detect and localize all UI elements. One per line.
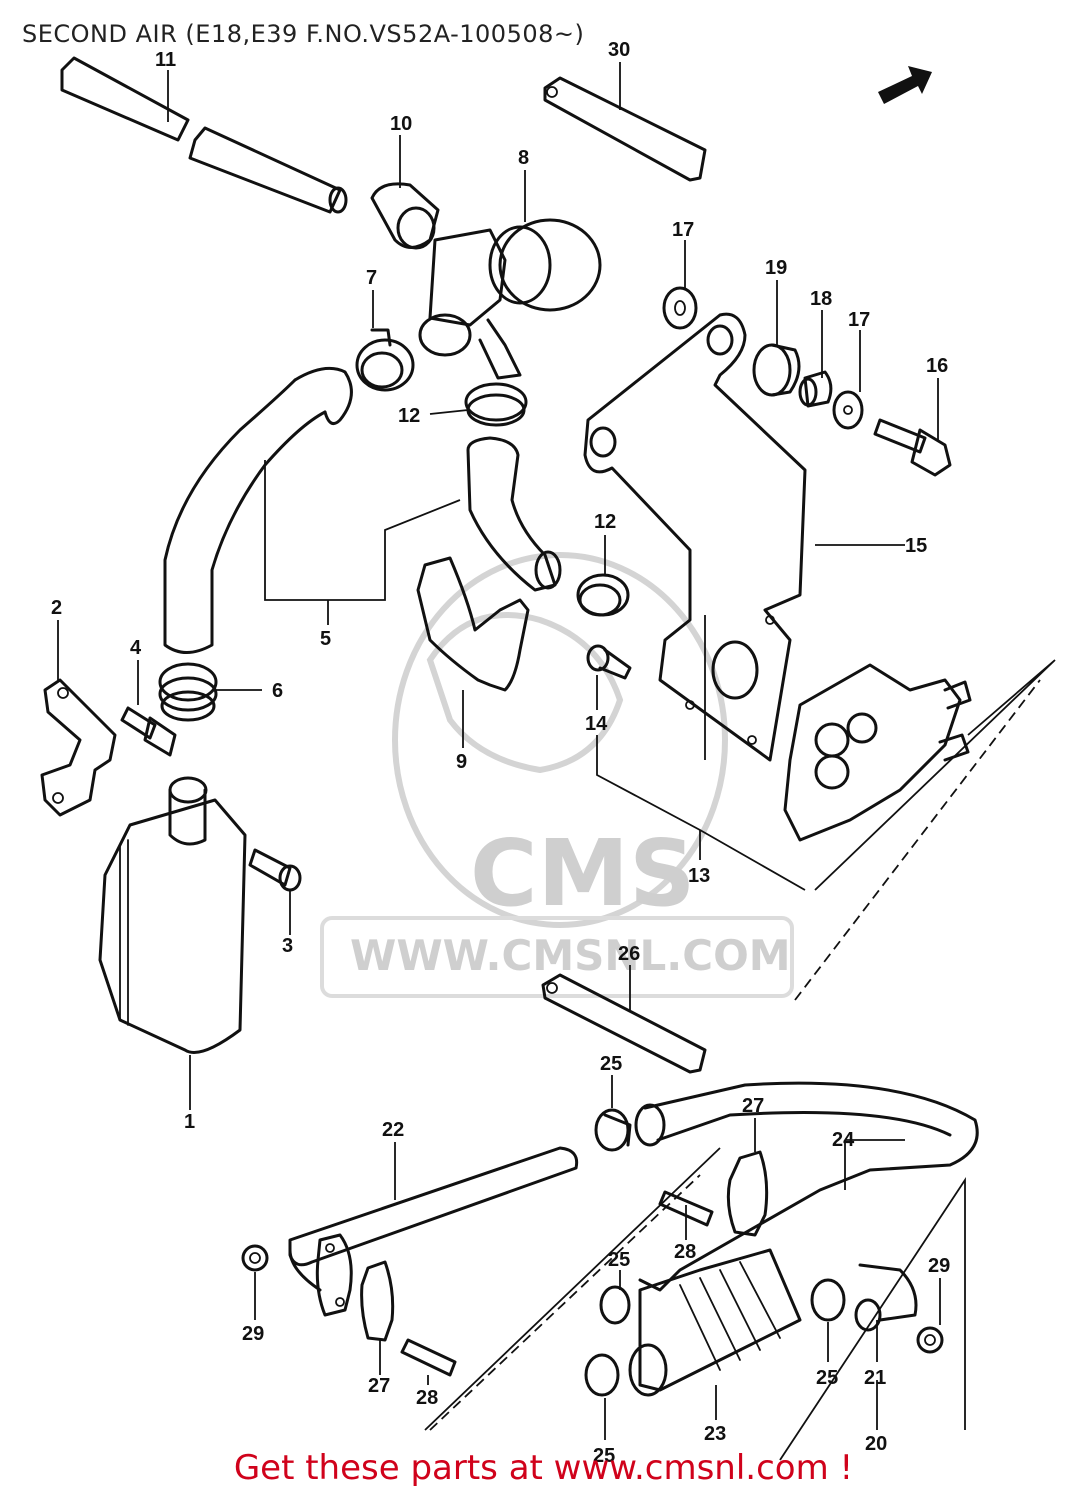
part-29-nut-right[interactable] [916,1326,944,1354]
part-28-stud-upper[interactable] [658,1190,714,1227]
callout-16: 16 [926,355,948,377]
callout-30: 30 [608,39,630,61]
callout-25-mid: 25 [608,1249,630,1271]
part-18-collar[interactable] [798,370,833,408]
part-14-screw[interactable] [586,644,632,680]
callout-17-right: 17 [848,309,870,331]
callout-18: 18 [810,288,832,310]
callout-14: 14 [585,713,608,735]
part-2-bracket[interactable] [40,678,117,817]
callout-26: 26 [618,943,640,965]
callout-15: 15 [905,535,927,557]
elbow-hose[interactable] [466,436,562,592]
callout-25-bottom: 25 [593,1445,615,1467]
part-29-nut-left[interactable] [241,1244,269,1272]
part-9-bracket-wire[interactable] [416,556,530,692]
callout-1: 1 [184,1111,195,1133]
callout-9: 9 [456,751,467,773]
part-30-strap[interactable] [543,76,707,182]
watermark-logo-text: CMS [470,820,695,927]
part-21-elbow[interactable] [854,1263,918,1332]
callout-22: 22 [382,1119,404,1141]
footer-link-text[interactable]: Get these parts at www.cmsnl.com ! [233,1448,854,1488]
part-3-bolt[interactable] [248,848,302,892]
part-15-bracket-plate[interactable] [583,312,807,762]
part-4-bolt[interactable] [120,706,177,757]
watermark: CMS WWW.CMSNL.COM [320,552,794,998]
part-5-hose[interactable] [163,366,353,654]
part-19-grommet[interactable] [752,343,801,397]
part-7-clamp[interactable] [355,328,415,392]
callout-2: 2 [51,597,62,619]
callout-6: 6 [272,680,283,702]
part-27-gasket-left[interactable] [315,1233,353,1317]
callout-25-right: 25 [816,1367,838,1389]
part-1-canister[interactable] [98,776,247,1054]
callout-13: 13 [688,865,710,887]
part-22-pipe[interactable] [288,1146,579,1292]
callout-8: 8 [518,147,529,169]
part-25-clamp-right[interactable] [810,1278,846,1322]
callout-24: 24 [832,1129,855,1151]
callout-labels: 11 30 10 8 7 12 5 6 2 4 3 1 9 17 19 18 1… [51,39,950,1467]
callout-11: 11 [155,49,176,71]
callout-28-upper: 28 [674,1241,696,1263]
part-16-bolt[interactable] [873,418,952,477]
callout-7: 7 [366,267,377,289]
callout-21: 21 [864,1367,886,1389]
callout-29-left: 29 [242,1323,264,1345]
part-25-clamp-bottom[interactable] [584,1353,620,1397]
part-12-clamp-lower[interactable] [576,573,630,617]
part-23-bellows-hose[interactable] [628,1248,802,1397]
part-25-clamp-mid[interactable] [599,1285,631,1325]
callout-27-upper: 27 [742,1095,764,1117]
callout-17-upper: 17 [672,219,694,241]
callout-4: 4 [130,637,142,659]
part-17-washer-right[interactable] [832,390,864,430]
callout-28-lower: 28 [416,1387,438,1409]
callout-20: 20 [865,1433,887,1455]
part-28-stud-lower[interactable] [400,1338,457,1377]
part-26-strap[interactable] [541,973,707,1074]
diagram-title: SECOND AIR (E18,E39 F.NO.VS52A-100508~) [22,20,585,48]
callout-25-top: 25 [600,1053,622,1075]
part-24-pipe[interactable] [634,1081,979,1292]
part-27-gasket-mid[interactable] [360,1260,395,1342]
part-17-washer-upper[interactable] [662,286,698,330]
part-6-clamp[interactable] [158,662,218,722]
callout-27-lower: 27 [368,1375,390,1397]
callout-12-upper: 12 [398,405,420,427]
part-10-cap[interactable] [370,182,440,250]
front-arrow-icon [878,66,932,104]
callout-19: 19 [765,257,787,279]
part-8-valve[interactable] [418,218,602,380]
part-12-clamp-upper[interactable] [464,382,528,427]
reed-valve-assembly[interactable] [783,663,972,842]
callout-10: 10 [390,113,412,135]
callout-5: 5 [320,628,331,650]
callout-29-right: 29 [928,1255,950,1277]
leader-lines [57,62,941,1440]
part-25-clamp-top[interactable] [594,1108,632,1152]
callout-12-lower: 12 [594,511,616,533]
callout-3: 3 [282,935,293,957]
part-11-hose[interactable] [60,56,348,214]
callout-23: 23 [704,1423,726,1445]
watermark-url-text: WWW.CMSNL.COM [350,931,791,980]
